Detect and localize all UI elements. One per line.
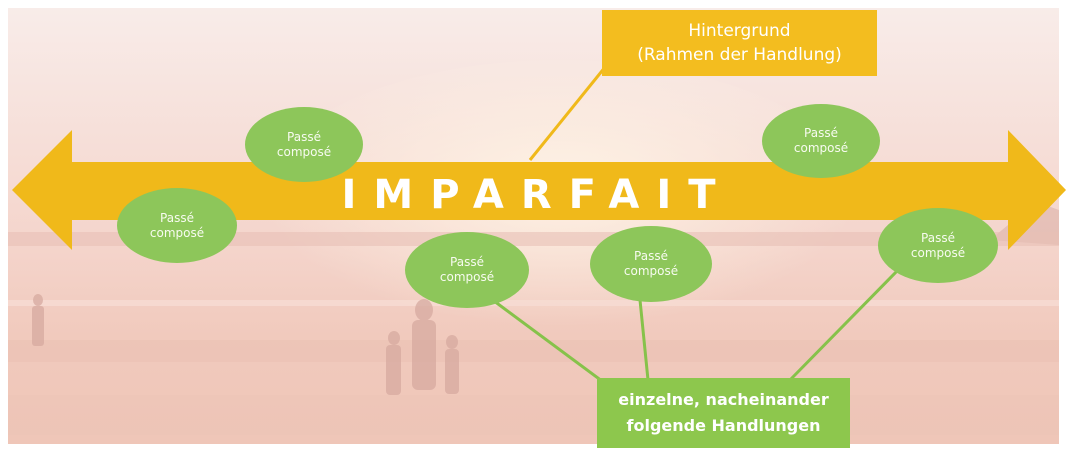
- passe-compose-bubble-6: Passé composé: [878, 208, 998, 283]
- background-label-box: Hintergrund (Rahmen der Handlung): [602, 10, 877, 76]
- passe-compose-bubble-3: Passé composé: [405, 232, 529, 308]
- passe-compose-bubble-2: Passé composé: [117, 188, 237, 263]
- background-connector: [528, 65, 608, 161]
- passe-compose-bubble-1: Passé composé: [245, 107, 363, 182]
- imparfait-double-arrow: [12, 130, 1066, 250]
- event-connectors: [489, 266, 902, 386]
- passe-compose-bubble-4: Passé composé: [590, 226, 712, 302]
- imparfait-label: IMPARFAIT: [341, 172, 733, 218]
- actions-label-box: einzelne, nacheinander folgende Handlung…: [597, 378, 850, 448]
- passe-compose-bubble-5: Passé composé: [762, 104, 880, 178]
